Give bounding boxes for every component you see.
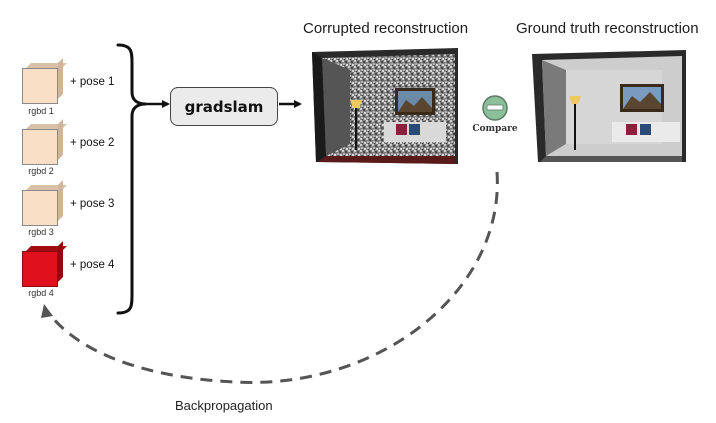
ground-truth-reconstruction-image (532, 50, 686, 162)
pose-label-2: + pose 2 (70, 137, 115, 149)
pose-label-4: + pose 4 (70, 259, 115, 271)
backprop-arrowhead (41, 304, 53, 318)
rgbd-cube-2 (22, 119, 67, 165)
corrupted-title: Corrupted reconstruction (303, 20, 469, 37)
pose-label-3: + pose 3 (70, 198, 115, 210)
ground-truth-title: Ground truth reconstruction (516, 20, 699, 37)
rgbd-cube-4 (22, 241, 67, 287)
curly-brace (116, 43, 147, 315)
rgbd-cube-1 (22, 58, 67, 104)
rgbd-label-1: rgbd 1 (28, 106, 54, 116)
gradslam-label: gradslam (184, 97, 264, 116)
backprop-label: Backpropagation (175, 398, 273, 413)
backprop-arc (46, 171, 499, 384)
pose-label-1: + pose 1 (70, 76, 115, 88)
gradslam-box: gradslam (170, 87, 278, 126)
rgbd-cube-3 (22, 180, 67, 226)
compare-label: Compare (472, 124, 518, 134)
compare-icon (482, 95, 508, 121)
rgbd-label-4: rgbd 4 (28, 288, 54, 298)
rgbd-label-3: rgbd 3 (28, 227, 54, 237)
corrupted-reconstruction-image (312, 48, 458, 164)
rgbd-label-2: rgbd 2 (28, 166, 54, 176)
